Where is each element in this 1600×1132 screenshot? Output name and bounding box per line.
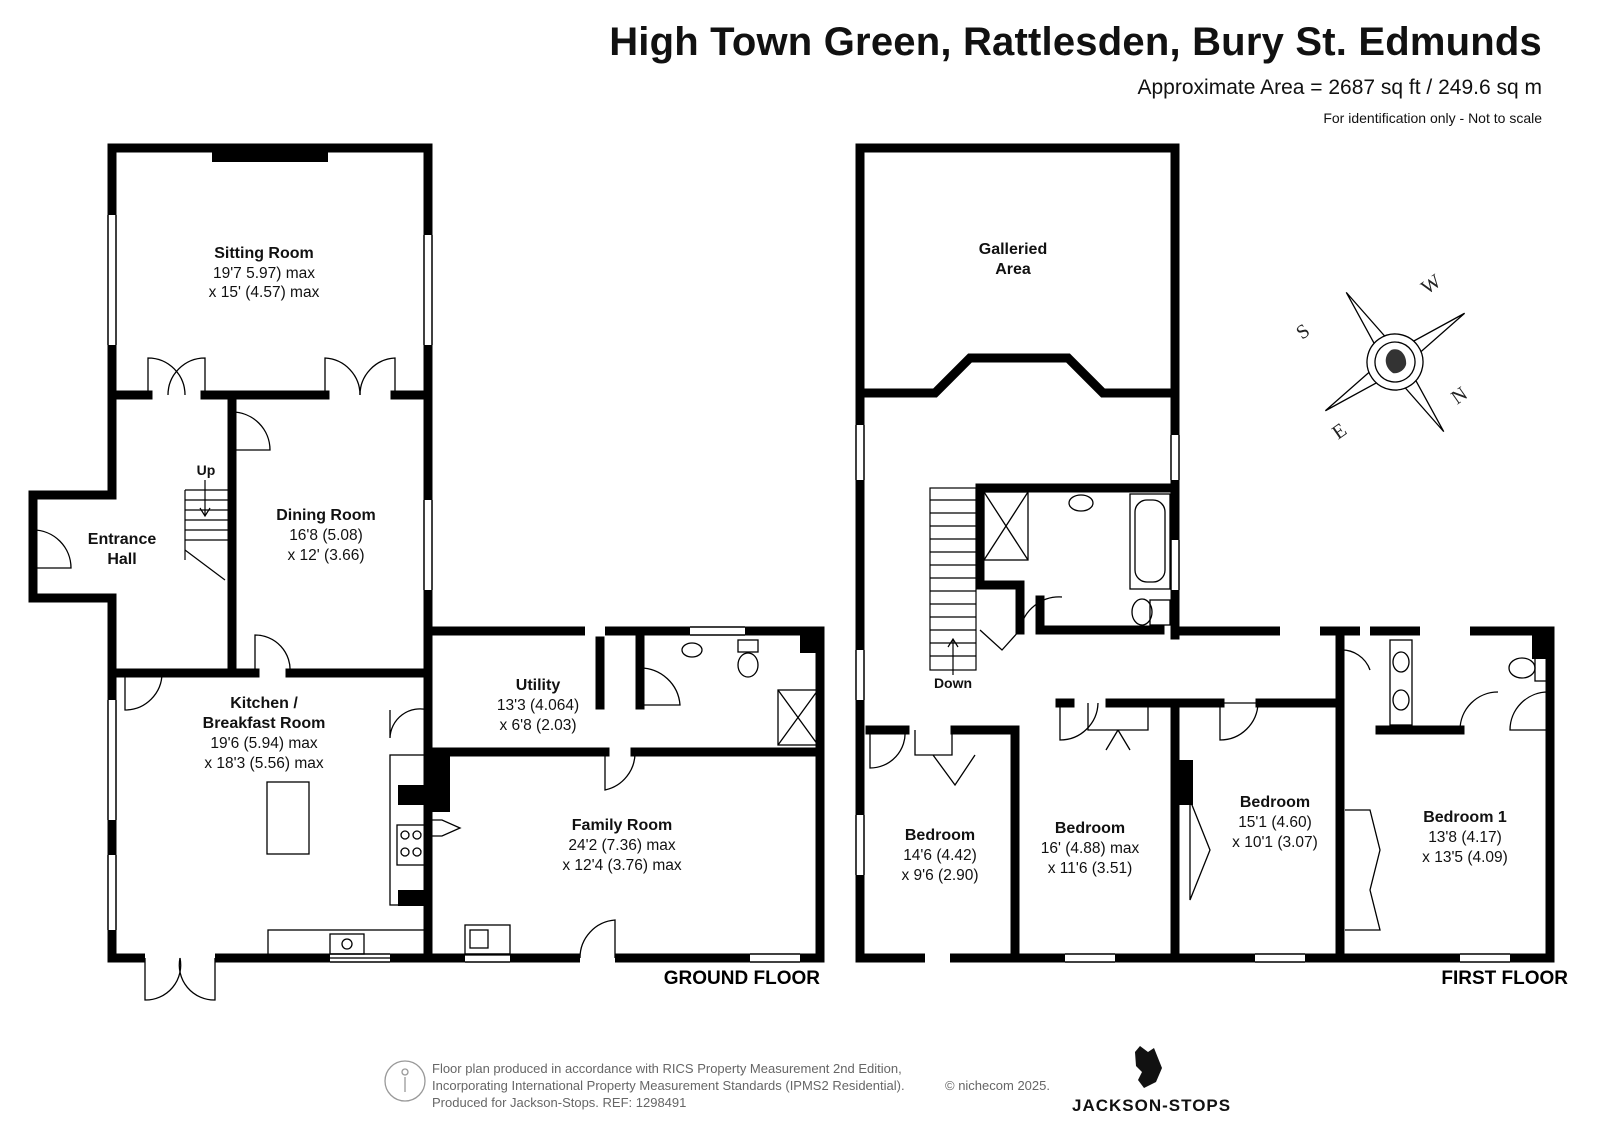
compass-w: W xyxy=(1417,270,1445,299)
footer-line3: Produced for Jackson-Stops. REF: 1298491 xyxy=(432,1095,687,1110)
entrance-hall-name2: Hall xyxy=(107,551,136,568)
first-floor-label: FIRST FLOOR xyxy=(1441,968,1568,989)
ensuite-fittings xyxy=(1339,631,1549,731)
dining-room-name: Dining Room xyxy=(276,507,376,524)
compass-n: N xyxy=(1447,383,1471,409)
copyright: © nichecom 2025. xyxy=(945,1078,1050,1093)
stairs-up-label: Up xyxy=(197,462,216,478)
bedroom-b-dim2: x 11'6 (3.51) xyxy=(1048,860,1133,877)
ground-floor-label: GROUND FLOOR xyxy=(664,968,820,989)
bedroom-b-name: Bedroom xyxy=(1055,820,1125,837)
scale-note: For identification only - Not to scale xyxy=(1323,110,1542,126)
ipms-icon xyxy=(384,1060,426,1102)
kitchen-name2: Breakfast Room xyxy=(203,715,326,732)
dining-room-dim1: 16'8 (5.08) xyxy=(289,527,363,544)
fireplace xyxy=(212,148,328,162)
sitting-room-dim2: x 15' (4.57) max xyxy=(209,284,320,301)
ground-floor-windows xyxy=(106,215,800,964)
bedroom-c-dim1: 15'1 (4.60) xyxy=(1238,814,1312,831)
kitchen-chimney xyxy=(398,785,428,805)
utility-dim1: 13'3 (4.064) xyxy=(497,697,579,714)
kitchen-chimney-2 xyxy=(398,890,428,906)
first-floor-windows xyxy=(854,425,1510,964)
footer-line1: Floor plan produced in accordance with R… xyxy=(432,1061,902,1076)
family-room-name: Family Room xyxy=(572,817,672,834)
family-room-dim2: x 12'4 (3.76) max xyxy=(562,857,682,874)
bedroom-b-dim1: 16' (4.88) max xyxy=(1041,840,1140,857)
jackson-stops-logo-icon xyxy=(1135,1046,1162,1088)
bedroom-a-name: Bedroom xyxy=(905,827,975,844)
compass-rose xyxy=(1324,291,1466,433)
kitchen-name1: Kitchen / xyxy=(230,695,298,712)
footer-line2: Incorporating International Property Mea… xyxy=(432,1078,905,1093)
stairs-down-label: Down xyxy=(934,675,972,691)
utility-fittings xyxy=(432,639,819,956)
ground-stairs xyxy=(184,480,232,581)
bedroom-1-dim2: x 13'5 (4.09) xyxy=(1422,849,1508,866)
ground-floor-doors xyxy=(32,357,681,1001)
kitchen-dim1: 19'6 (5.94) max xyxy=(210,735,317,752)
footer-text: Floor plan produced in accordance with R… xyxy=(432,1060,905,1111)
family-room-dim1: 24'2 (7.36) max xyxy=(568,837,675,854)
utility-dim2: x 6'8 (2.03) xyxy=(499,717,576,734)
first-stairs xyxy=(929,487,977,675)
galleried-name1: Galleried xyxy=(979,241,1047,258)
family-chimney xyxy=(428,752,450,812)
entrance-hall-name1: Entrance xyxy=(88,531,157,548)
compass-e: E xyxy=(1328,419,1351,444)
bedroom-c-dim2: x 10'1 (3.07) xyxy=(1232,834,1318,851)
brand-name: JACKSON-STOPS xyxy=(1072,1096,1232,1115)
kitchen-dim2: x 18'3 (5.56) max xyxy=(204,755,324,772)
first-floor-window-lines xyxy=(855,425,1510,963)
bedroom-c-name: Bedroom xyxy=(1240,794,1310,811)
bedroom-1-name: Bedroom 1 xyxy=(1423,809,1507,826)
page-title: High Town Green, Rattlesden, Bury St. Ed… xyxy=(609,20,1542,64)
utility-name: Utility xyxy=(516,677,561,694)
utility-chimney xyxy=(800,631,820,653)
bedroom-a-dim2: x 9'6 (2.90) xyxy=(901,867,978,884)
galleried-name2: Area xyxy=(995,261,1031,278)
bedroom-c-chimney xyxy=(1175,760,1193,805)
bedroom-a-dim1: 14'6 (4.42) xyxy=(903,847,977,864)
ensuite-chimney xyxy=(1532,631,1550,659)
sitting-room-dim1: 19'7 5.97) max xyxy=(213,265,315,282)
first-floor-doors xyxy=(869,702,1381,931)
compass-s: S xyxy=(1292,320,1314,344)
dining-room-dim2: x 12' (3.66) xyxy=(287,547,364,564)
approximate-area: Approximate Area = 2687 sq ft / 249.6 sq… xyxy=(1137,76,1543,99)
sitting-room-name: Sitting Room xyxy=(214,245,314,262)
bedroom-1-dim1: 13'8 (4.17) xyxy=(1428,829,1502,846)
ground-floor-window-lines xyxy=(107,215,800,963)
bathroom-fittings xyxy=(979,491,1171,651)
